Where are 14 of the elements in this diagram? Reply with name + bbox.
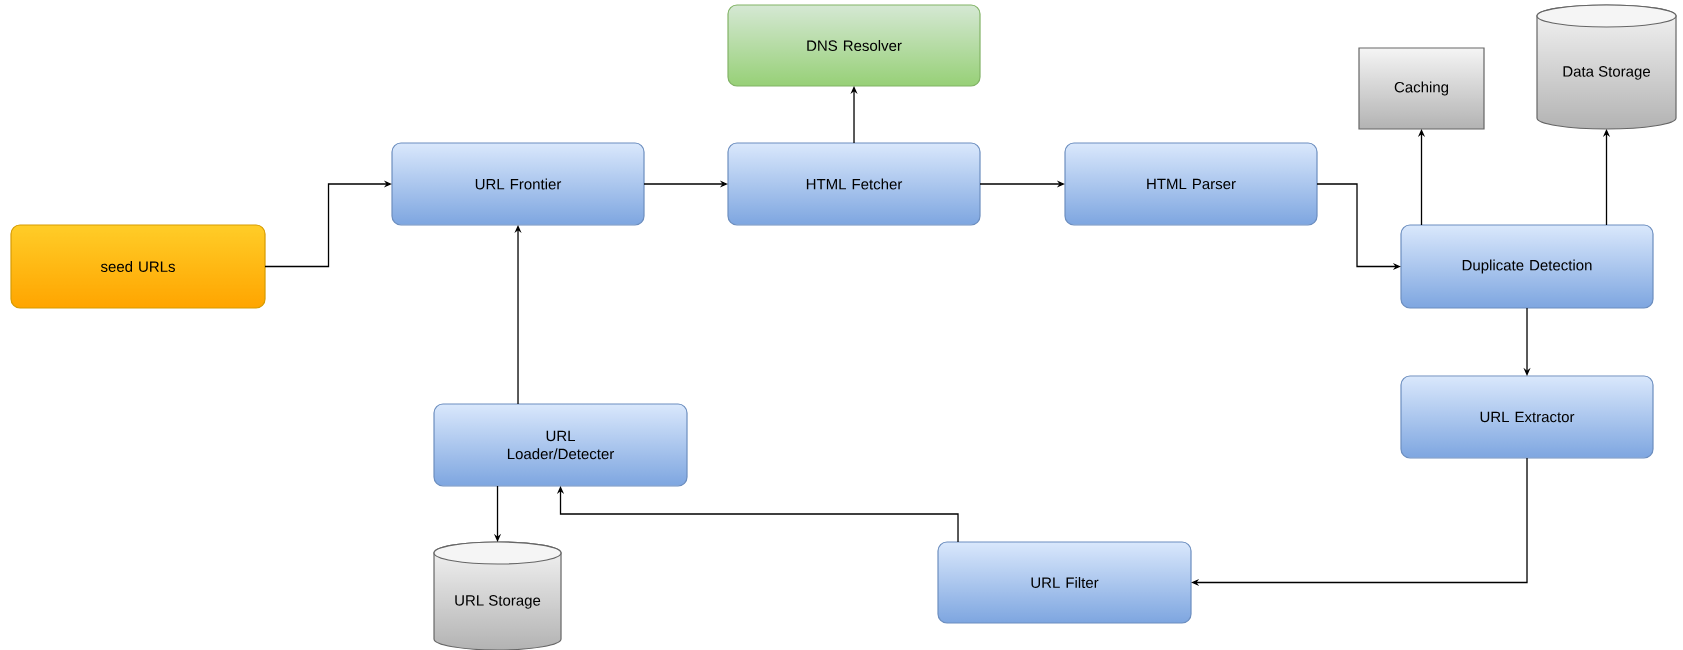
cylinder: URL Storage: [433, 541, 562, 650]
process-box: DNS Resolver: [727, 4, 981, 87]
process-box: URL Loader/Detecter: [433, 403, 688, 487]
process-box: HTML Parser: [1064, 142, 1318, 226]
process-box: URL Filter: [937, 541, 1192, 624]
arrow: [556, 486, 959, 543]
storage-box: Caching: [1358, 47, 1485, 130]
process-box: Duplicate Detection: [1400, 224, 1654, 309]
process-box: seed URLs: [10, 224, 266, 309]
arrow: [264, 180, 392, 268]
process-box: URL Frontier: [391, 142, 645, 226]
process-box: HTML Fetcher: [727, 142, 981, 226]
cylinder: Data Storage: [1536, 4, 1677, 130]
process-box: URL Extractor: [1400, 375, 1654, 459]
